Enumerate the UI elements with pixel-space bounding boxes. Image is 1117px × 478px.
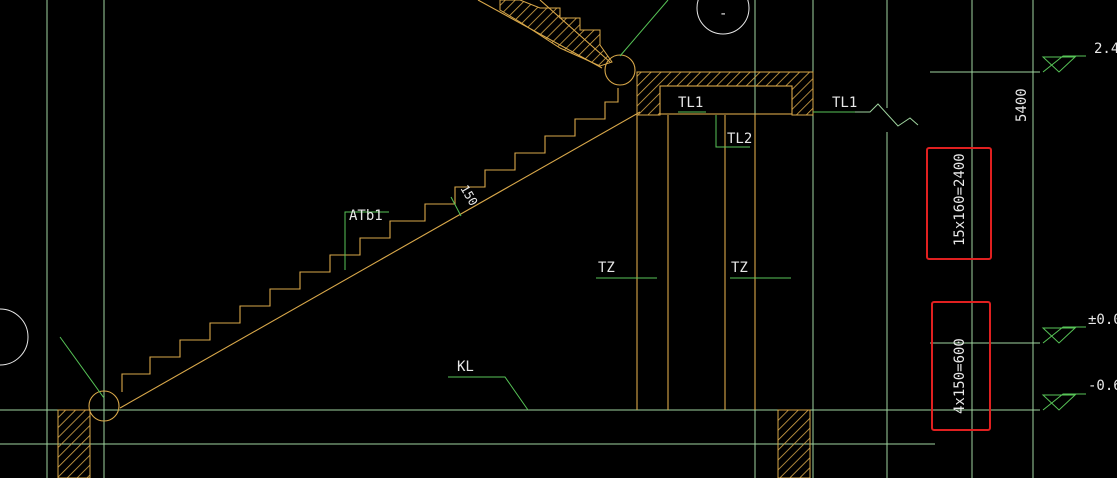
concrete-hatching [57, 0, 814, 478]
label-tl1-right: TL1 [832, 95, 857, 111]
label-tl1-left: TL1 [678, 95, 703, 111]
label-upper-flight: 15x160=2400 [952, 153, 968, 246]
highlight-lower-flight [931, 301, 991, 431]
axis-bubbles [0, 0, 750, 366]
label-tz-left: TZ [598, 260, 615, 276]
label-total-height: 5400 [1014, 88, 1030, 122]
stair-soffit [119, 111, 641, 409]
label-elev-zero: ±0.0 [1088, 312, 1117, 328]
label-elev-bottom: -0.6 [1088, 378, 1117, 394]
top-circle-mark: - [719, 6, 727, 22]
label-elev-top: 2.4 [1094, 41, 1117, 57]
label-lower-flight: 4x150=600 [952, 338, 968, 414]
joint-circle-bottom [88, 390, 120, 422]
highlight-upper-flight [926, 147, 992, 260]
joint-circle-top [604, 54, 636, 86]
label-kl: KL [457, 359, 474, 375]
grid-lines [0, 0, 1040, 478]
label-atb1: ATb1 [349, 208, 383, 224]
highlight-boxes [926, 147, 992, 431]
joint-circles [88, 54, 636, 422]
stair-structure [119, 0, 793, 410]
leader-lines [59, 0, 1086, 411]
label-tl2: TL2 [727, 131, 752, 147]
label-tz-right: TZ [731, 260, 748, 276]
stair-steps [121, 88, 619, 392]
